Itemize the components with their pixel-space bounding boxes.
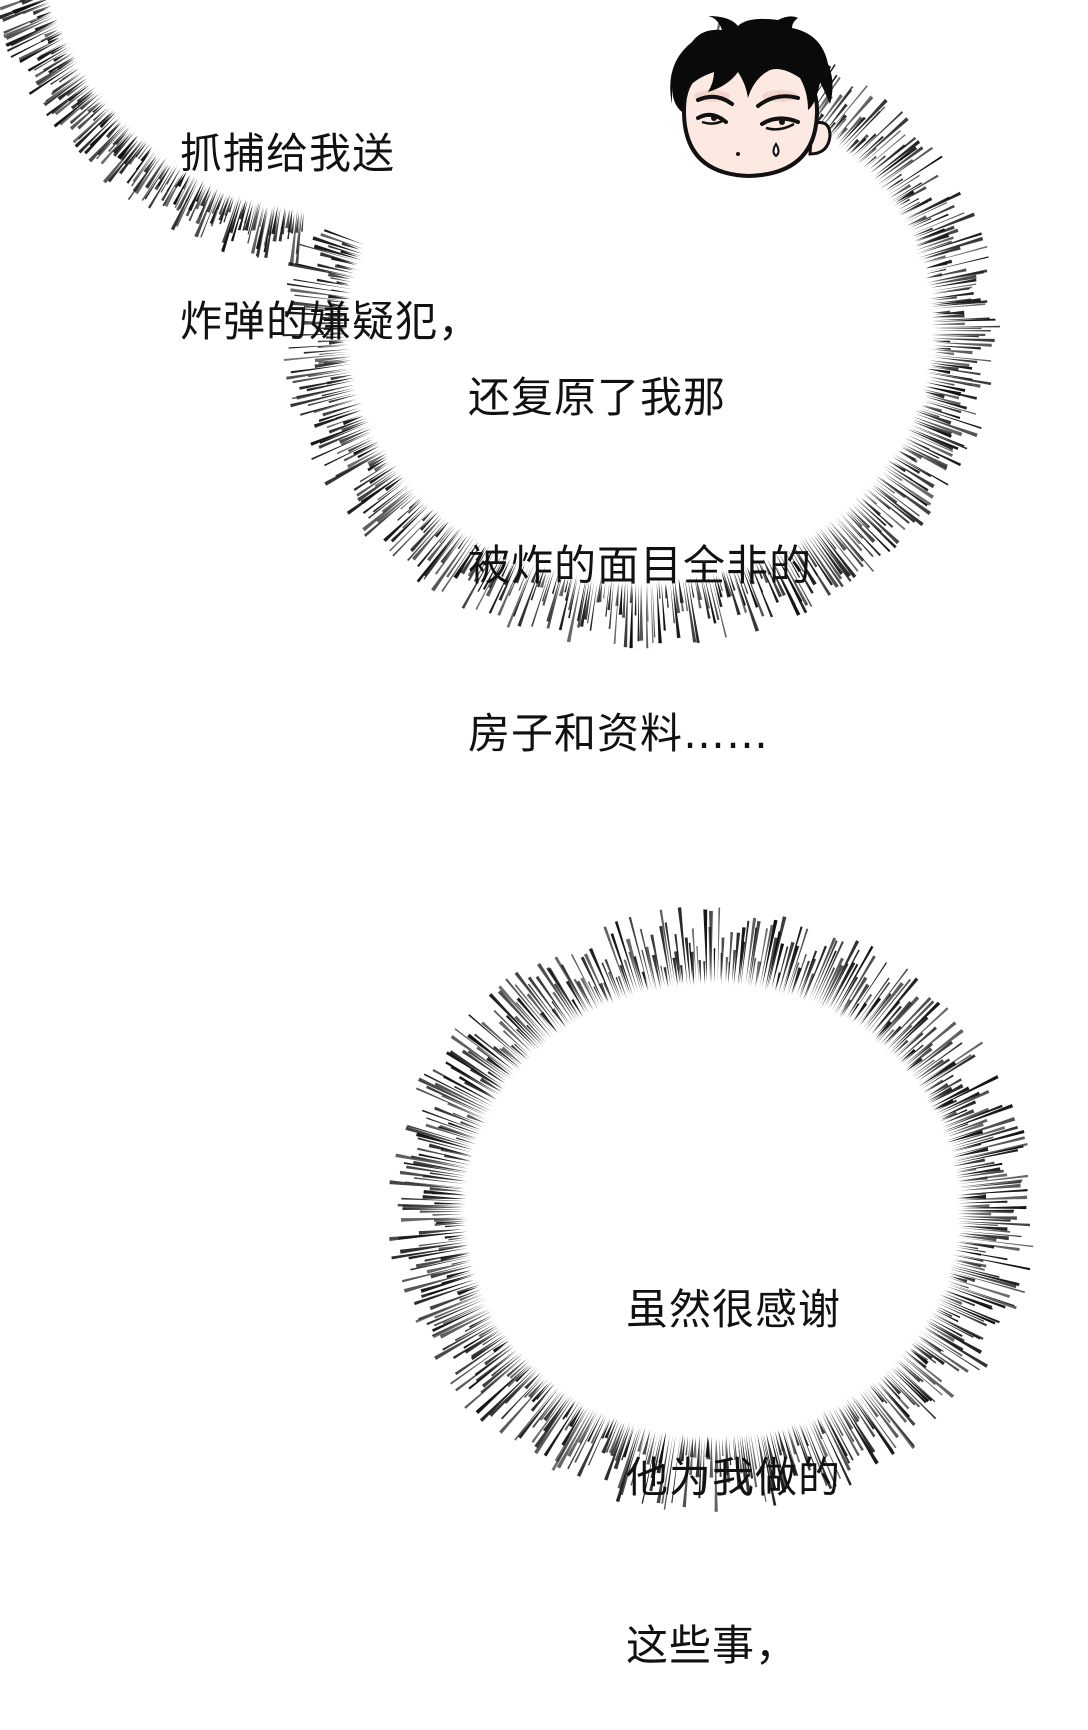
chibi-character-head	[670, 16, 833, 179]
emanata-burst-1	[0, 0, 304, 266]
emanata-burst-3	[389, 907, 1034, 1512]
panel-artwork	[0, 0, 1034, 1512]
sweat-drop-icon	[772, 142, 780, 158]
bubble-line: 房子和资料……	[468, 709, 770, 758]
bubble-line: 这些事，	[626, 1621, 799, 1670]
bubble-line: 抓捕给我送	[180, 129, 396, 178]
bubble-line: 被炸的面目全非的	[468, 541, 813, 590]
thought-bubble-1-text: 抓捕给我送 炸弹的嫌疑犯，	[180, 14, 481, 406]
thought-bubble-2-text: 还复原了我那 被炸的面目全非的 房子和资料……	[468, 258, 812, 818]
bubble-line: 虽然很感谢	[626, 1285, 842, 1334]
right-eye-icon	[760, 116, 800, 126]
bubble-line: 他为我做的	[626, 1453, 842, 1502]
hair-shape	[670, 16, 833, 112]
bubble-line: 炸弹的嫌疑犯，	[180, 297, 482, 346]
bubble-line: 还复原了我那	[468, 373, 727, 422]
thought-bubble-3-text: 虽然很感谢 他为我做的 这些事，	[626, 1170, 841, 1730]
